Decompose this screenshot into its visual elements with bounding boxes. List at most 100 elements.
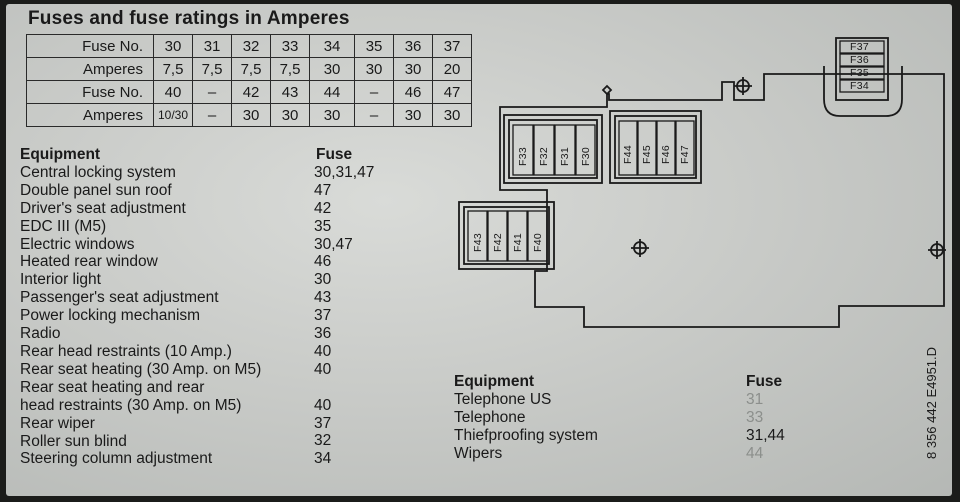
part-number: 8 356 442 E4951.D bbox=[924, 346, 939, 459]
fuse-value: 44 bbox=[746, 444, 764, 462]
fuse-label: Fuses and fuse ratings in Amperes Fuse N… bbox=[6, 4, 952, 496]
fuse-group-frame bbox=[463, 206, 550, 265]
fuse-slot-label: F43 bbox=[472, 233, 484, 252]
fuse-slot bbox=[527, 210, 548, 262]
fuse-slot bbox=[839, 53, 885, 67]
fuse-value: 35 bbox=[314, 217, 332, 235]
table-cell: 40 bbox=[152, 80, 194, 104]
table-cell: – bbox=[354, 103, 395, 127]
equipment-name: Steering column adjustment bbox=[20, 450, 213, 468]
equipment-name: Rear seat heating (30 Amp. on M5) bbox=[20, 360, 262, 378]
fuse-slot-label: F45 bbox=[641, 145, 653, 164]
table-cell: 35 bbox=[354, 34, 395, 58]
fuse-group-frame bbox=[458, 201, 555, 270]
table-cell: 31 bbox=[192, 34, 233, 58]
equipment-name: Roller sun blind bbox=[20, 432, 127, 450]
fuse-slot-label: F34 bbox=[850, 80, 869, 92]
table-cell: 32 bbox=[231, 34, 272, 58]
fuse-group-frame bbox=[835, 37, 889, 101]
fuse-value: 32 bbox=[314, 432, 332, 450]
fuse-column: Fuse 30,31,47 47 42 35 30,47 46 30 43 37… bbox=[314, 146, 374, 468]
table-cell: 30 bbox=[432, 103, 473, 127]
fuse-value: 30,31,47 bbox=[314, 163, 375, 181]
fuse-slot-label: F40 bbox=[532, 233, 544, 252]
row-header: Amperes bbox=[26, 57, 154, 81]
fuse-box-outline bbox=[499, 73, 945, 328]
table-cell: 30 bbox=[354, 57, 395, 81]
fuse-value: 31 bbox=[746, 390, 764, 408]
fuse-value: 34 bbox=[314, 450, 332, 468]
fuse-slot-label: F41 bbox=[512, 233, 524, 252]
fuse-slot bbox=[637, 120, 657, 176]
equipment-column-2: Equipment Telephone US Telephone Thiefpr… bbox=[454, 373, 598, 463]
fuse-slot bbox=[507, 210, 528, 262]
equipment-name: Rear seat heating and rear bbox=[20, 378, 205, 396]
fuse-box-diagram bbox=[458, 37, 946, 328]
fuse-slot-label: F36 bbox=[850, 54, 869, 66]
equipment-name: Wipers bbox=[454, 444, 503, 462]
table-cell: 46 bbox=[393, 80, 434, 104]
fuse-value: 31,44 bbox=[746, 426, 785, 444]
fuse-value: 46 bbox=[314, 253, 332, 271]
fuse-slot bbox=[467, 210, 488, 262]
fuse-group-frame bbox=[614, 115, 697, 179]
fuse-value: 33 bbox=[746, 408, 764, 426]
equipment-name: Rear wiper bbox=[20, 414, 95, 432]
equipment-name: Rear head restraints (10 Amp.) bbox=[20, 342, 232, 360]
equipment-name: Passenger's seat adjustment bbox=[20, 289, 219, 307]
fuse-slot bbox=[533, 124, 555, 176]
fuse-header-2: Fuse bbox=[746, 373, 783, 390]
fuse-slot-label: F35 bbox=[850, 67, 869, 79]
equipment-name: Central locking system bbox=[20, 163, 176, 181]
fuse-header: Fuse bbox=[316, 146, 353, 163]
table-cell: 7,5 bbox=[270, 57, 311, 81]
fuse-slot-label: F42 bbox=[492, 233, 504, 252]
equipment-name: Double panel sun roof bbox=[20, 181, 172, 199]
fuse-group-frame bbox=[503, 114, 603, 184]
fuse-slot bbox=[839, 66, 885, 80]
row-header: Fuse No. bbox=[26, 34, 154, 58]
fuse-slot bbox=[839, 79, 885, 93]
equipment-name: Telephone US bbox=[454, 390, 552, 408]
table-cell: 30 bbox=[152, 34, 194, 58]
equipment-name: Electric windows bbox=[20, 235, 135, 253]
equipment-name: Telephone bbox=[454, 408, 526, 426]
table-cell: – bbox=[192, 103, 233, 127]
fuse-slot bbox=[512, 124, 534, 176]
fuse-value: 42 bbox=[314, 199, 332, 217]
table-cell: 30 bbox=[309, 103, 356, 127]
fuse-slot-label: F47 bbox=[679, 145, 691, 164]
fuse-value: 30 bbox=[314, 271, 332, 289]
equipment-name: head restraints (30 Amp. on M5) bbox=[20, 396, 242, 414]
equipment-column: Equipment Central locking system Double … bbox=[20, 146, 261, 468]
fuse-value: 40 bbox=[314, 396, 332, 414]
fuse-value: 37 bbox=[314, 414, 332, 432]
table-cell: 47 bbox=[432, 80, 473, 104]
equipment-name: Radio bbox=[20, 325, 61, 343]
table-row: Fuse No. 30 31 32 33 34 35 36 37 bbox=[26, 34, 473, 58]
fuse-slot bbox=[618, 120, 638, 176]
equipment-name: Interior light bbox=[20, 271, 101, 289]
table-cell: 30 bbox=[393, 103, 434, 127]
table-row: Fuse No. 40 – 42 43 44 – 46 47 bbox=[26, 80, 473, 104]
table-cell: 30 bbox=[231, 103, 272, 127]
table-cell: 7,5 bbox=[152, 57, 194, 81]
fuse-column-2: Fuse 31 33 31,44 44 bbox=[746, 373, 785, 463]
equipment-header: Equipment bbox=[20, 146, 101, 163]
fuse-slot-label: F32 bbox=[538, 147, 550, 166]
fuse-value: 40 bbox=[314, 360, 332, 378]
fuse-ratings-table: Fuse No. 30 31 32 33 34 35 36 37 Amperes… bbox=[26, 34, 473, 127]
table-row: Amperes 10/30 – 30 30 30 – 30 30 bbox=[26, 103, 473, 127]
equipment-name: Heated rear window bbox=[20, 253, 158, 271]
fuse-slot-label: F31 bbox=[559, 147, 571, 166]
fuse-slot-label: F33 bbox=[517, 147, 529, 166]
fuse-slot-label: F30 bbox=[580, 147, 592, 166]
equipment-name: Power locking mechanism bbox=[20, 307, 201, 325]
table-cell: 44 bbox=[309, 80, 356, 104]
fuse-slot-label: F44 bbox=[622, 145, 634, 164]
fuse-slot-label: F46 bbox=[660, 145, 672, 164]
fuse-value: 43 bbox=[314, 289, 332, 307]
table-cell: 36 bbox=[393, 34, 434, 58]
fuse-group-frame bbox=[508, 119, 598, 179]
connector-marker bbox=[601, 84, 613, 96]
